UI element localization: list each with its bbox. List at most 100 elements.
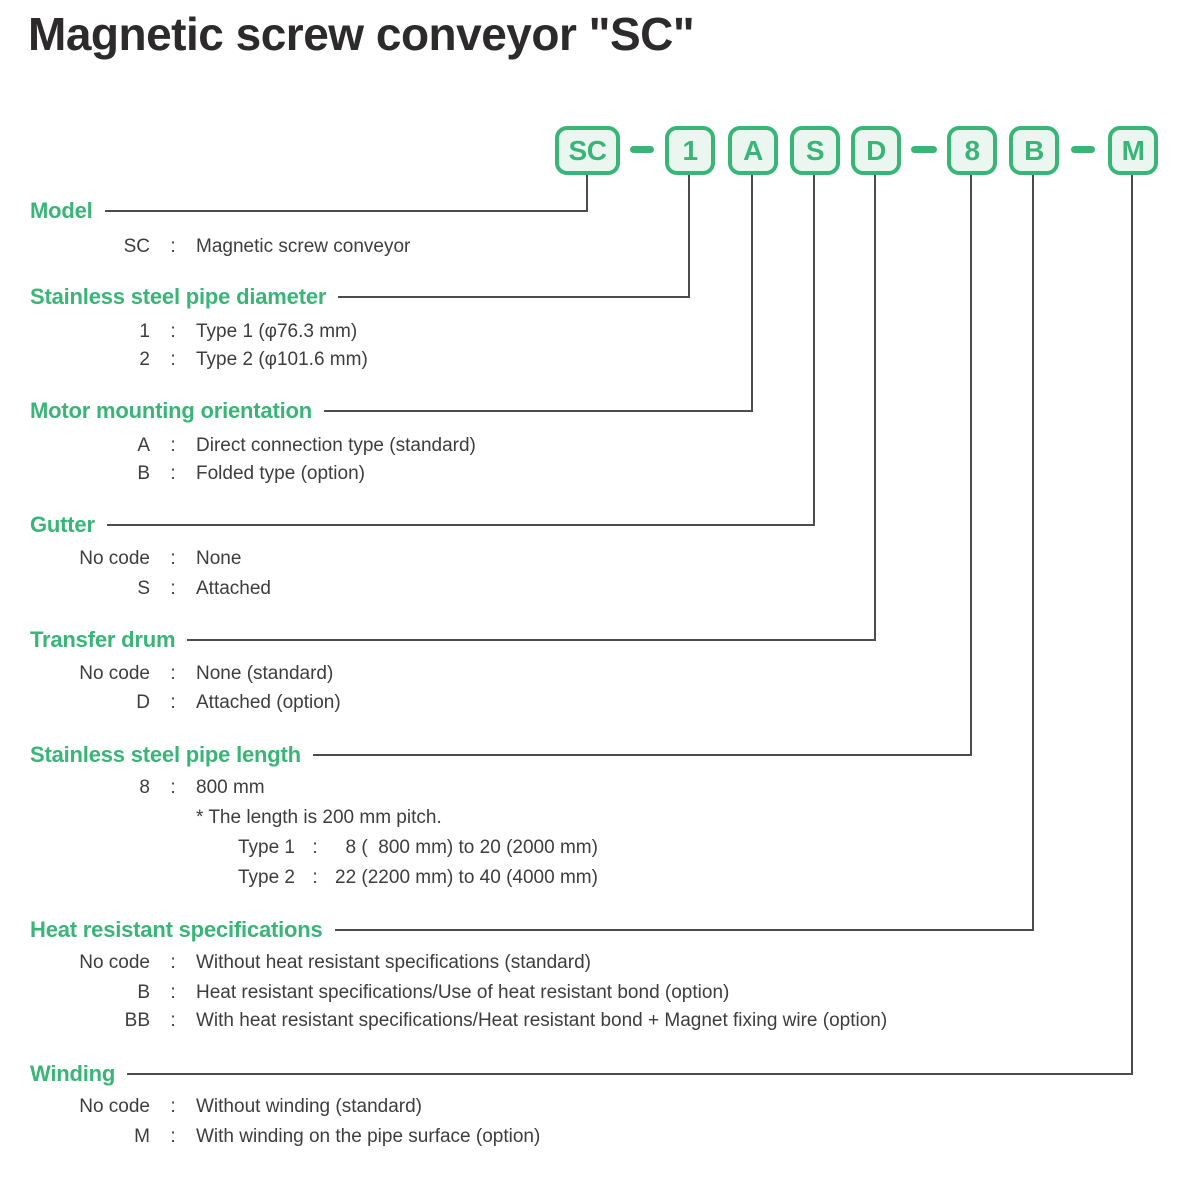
spec-desc: Type 2 (φ101.6 mm) xyxy=(196,349,368,370)
section-heading-row-heat-resistant-specifications: Heat resistant specifications xyxy=(30,915,1034,945)
spec-colon: : xyxy=(170,1126,176,1147)
spec-row: M: With winding on the pipe surface (opti… xyxy=(30,1123,540,1151)
spec-row: B:Heat resistant specifications/Use of h… xyxy=(30,979,729,1007)
spec-desc: Attached (option) xyxy=(196,692,341,713)
spec-code: SC xyxy=(123,236,150,257)
spec-sublabel: Type 2 xyxy=(237,867,295,888)
connector-line-model xyxy=(586,175,588,211)
section-heading-row-stainless-steel-pipe-length: Stainless steel pipe length xyxy=(30,740,972,770)
spec-desc: 800 mm xyxy=(196,777,265,798)
code-separator-dash xyxy=(911,146,937,153)
section-heading-row-stainless-steel-pipe-diameter: Stainless steel pipe diameter xyxy=(30,282,690,312)
spec-code: 8 xyxy=(139,777,150,798)
spec-colon: : xyxy=(170,777,176,798)
code-box-d: D xyxy=(851,126,901,175)
spec-colon: : xyxy=(170,692,176,713)
section-rule xyxy=(106,524,815,526)
spec-code: 1 xyxy=(139,321,150,342)
spec-colon: : xyxy=(170,578,176,599)
spec-desc: Heat resistant specifications/Use of hea… xyxy=(196,982,730,1003)
section-heading-row-transfer-drum: Transfer drum xyxy=(30,625,876,655)
spec-row: 2: Type 2 (φ101.6 mm) xyxy=(30,346,368,374)
section-rule xyxy=(323,410,753,412)
spec-desc: None (standard) xyxy=(196,663,334,684)
spec-colon: : xyxy=(170,952,176,973)
spec-code: No code xyxy=(79,1096,150,1117)
spec-desc: None xyxy=(196,548,242,569)
spec-row: A: Direct connection type (standard) xyxy=(30,432,476,460)
connector-line-transfer-drum xyxy=(874,175,876,640)
spec-colon: : xyxy=(312,867,318,888)
spec-code: B xyxy=(137,463,150,484)
section-heading-row-winding: Winding xyxy=(30,1059,1133,1089)
section-rule xyxy=(334,929,1034,931)
spec-colon: : xyxy=(170,982,176,1003)
spec-row: Type 1: 8 ( 800 mm) to 20 (2000 mm) xyxy=(30,834,598,862)
section-heading: Heat resistant specifications xyxy=(30,917,323,942)
code-separator-dash xyxy=(630,146,654,153)
code-box-8: 8 xyxy=(947,126,997,175)
connector-line-winding xyxy=(1131,175,1133,1074)
spec-colon: : xyxy=(170,321,176,342)
section-heading: Stainless steel pipe diameter xyxy=(30,284,327,309)
section-heading-row-model: Model xyxy=(30,196,588,226)
code-box-sc: SC xyxy=(555,126,620,175)
section-heading: Motor mounting orientation xyxy=(30,398,312,423)
spec-colon: : xyxy=(170,1010,176,1031)
spec-code: No code xyxy=(79,548,150,569)
connector-line-gutter xyxy=(813,175,815,525)
code-box-s: S xyxy=(790,126,840,175)
spec-note: * The length is 200 mm pitch. xyxy=(196,807,442,828)
spec-code: 2 xyxy=(139,349,150,370)
connector-line-stainless-steel-pipe-diameter xyxy=(688,175,690,297)
spec-code: S xyxy=(137,578,150,599)
section-rule xyxy=(312,754,972,756)
spec-desc: Attached xyxy=(196,578,271,599)
spec-colon: : xyxy=(170,435,176,456)
spec-row: Type 2:22 (2200 mm) to 40 (4000 mm) xyxy=(30,864,598,892)
connector-line-heat-resistant-specifications xyxy=(1032,175,1034,930)
spec-desc: Magnetic screw conveyor xyxy=(196,236,411,257)
spec-row: No code: None xyxy=(30,545,241,573)
section-heading: Stainless steel pipe length xyxy=(30,742,301,767)
section-rule xyxy=(104,210,588,212)
spec-code: M xyxy=(134,1126,150,1147)
connector-line-stainless-steel-pipe-length xyxy=(970,175,972,755)
section-heading: Transfer drum xyxy=(30,627,176,652)
spec-desc: 8 ( 800 mm) to 20 (2000 mm) xyxy=(335,837,598,858)
spec-row: No code:Without winding (standard) xyxy=(30,1093,422,1121)
spec-desc: With heat resistant specifications/Heat … xyxy=(196,1010,888,1031)
section-heading-row-gutter: Gutter xyxy=(30,510,815,540)
spec-colon: : xyxy=(170,463,176,484)
spec-code: BB xyxy=(124,1010,150,1031)
code-box-m: M xyxy=(1108,126,1158,175)
spec-desc: Type 1 (φ76.3 mm) xyxy=(196,321,358,342)
spec-code: No code xyxy=(79,663,150,684)
spec-row: S: Attached xyxy=(30,575,271,603)
spec-desc: Without heat resistant specifications (s… xyxy=(196,952,591,973)
section-rule xyxy=(338,296,690,298)
spec-colon: : xyxy=(170,236,176,257)
spec-row: No code: Without heat resistant specifica… xyxy=(30,949,591,977)
section-heading: Gutter xyxy=(30,512,95,537)
spec-row: 8:800 mm xyxy=(30,774,265,802)
spec-colon: : xyxy=(312,837,318,858)
spec-desc: With winding on the pipe surface (option… xyxy=(196,1126,541,1147)
spec-colon: : xyxy=(170,548,176,569)
spec-row: No code: None (standard) xyxy=(30,660,333,688)
code-separator-dash xyxy=(1071,146,1095,153)
spec-colon: : xyxy=(170,349,176,370)
spec-row: BB: With heat resistant specifications/He… xyxy=(30,1007,888,1035)
spec-desc: Direct connection type (standard) xyxy=(196,435,476,456)
spec-code: No code xyxy=(79,952,150,973)
spec-code: A xyxy=(137,435,150,456)
section-rule xyxy=(187,639,876,641)
code-box-a: A xyxy=(728,126,778,175)
spec-desc: 22 (2200 mm) to 40 (4000 mm) xyxy=(335,867,598,888)
spec-row: D: Attached (option) xyxy=(30,689,341,717)
spec-sublabel: Type 1 xyxy=(237,837,295,858)
spec-code: D xyxy=(136,692,150,713)
spec-row: 1: Type 1 (φ76.3 mm) xyxy=(30,318,357,346)
spec-colon: : xyxy=(170,663,176,684)
